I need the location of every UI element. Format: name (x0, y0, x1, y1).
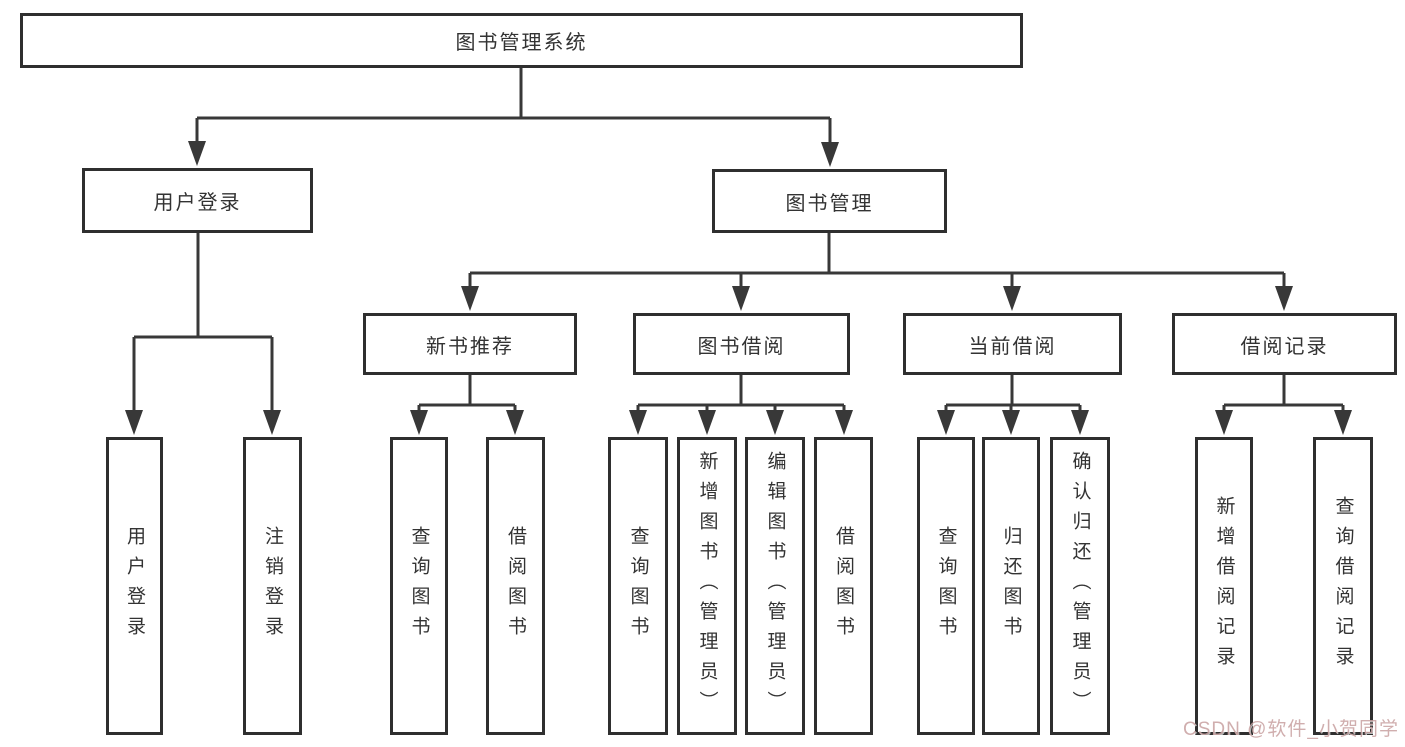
arrowhead-icon (937, 410, 955, 435)
node-leaf-rec-query: 查询图书 (390, 437, 448, 735)
node-root-label: 图书管理系统 (455, 32, 588, 54)
node-leaf-user-login: 用户登录 (106, 437, 163, 735)
node-leaf-br-add-label: 新增借阅记录 (1213, 496, 1235, 676)
node-leaf-cb-query-label: 查询图书 (935, 526, 957, 646)
arrowhead-icon (821, 142, 839, 167)
node-leaf-bb-borrow: 借阅图书 (814, 437, 873, 735)
node-leaf-rec-borrow-label: 借阅图书 (505, 526, 526, 646)
node-leaf-rec-query-label: 查询图书 (408, 526, 430, 646)
arrowhead-icon (732, 286, 750, 311)
arrowhead-icon (410, 410, 428, 435)
arrowhead-icon (1215, 410, 1233, 435)
node-current-borrow: 当前借阅 (903, 313, 1122, 375)
arrowhead-icon (188, 141, 206, 166)
arrowhead-icon (698, 410, 716, 435)
node-book-borrow-label: 图书借阅 (697, 335, 786, 358)
node-leaf-br-query-label: 查询借阅记录 (1332, 496, 1354, 676)
node-leaf-rec-borrow: 借阅图书 (486, 437, 545, 735)
node-book-mgmt-label: 图书管理 (785, 192, 874, 215)
node-leaf-bb-query: 查询图书 (608, 437, 668, 735)
node-new-book-rec: 新书推荐 (363, 313, 577, 375)
node-leaf-cb-query: 查询图书 (917, 437, 975, 735)
node-leaf-bb-add: 新增图书（管理员） (677, 437, 737, 735)
node-root: 图书管理系统 (20, 13, 1023, 68)
node-user-login: 用户登录 (82, 168, 313, 233)
node-leaf-bb-edit: 编辑图书（管理员） (745, 437, 805, 735)
arrowhead-icon (461, 286, 479, 311)
node-leaf-bb-add-label: 新增图书（管理员） (696, 451, 718, 721)
node-new-book-rec-label: 新书推荐 (426, 335, 514, 358)
csdn-watermark: CSDN @软件_小贺同学 (1183, 719, 1399, 740)
arrowhead-icon (629, 410, 647, 435)
node-borrow-records-label: 借阅记录 (1240, 335, 1329, 358)
arrowhead-icon (766, 410, 784, 435)
node-leaf-cb-return: 归还图书 (982, 437, 1040, 735)
node-book-mgmt: 图书管理 (712, 169, 947, 233)
node-leaf-cb-confirm: 确认归还（管理员） (1050, 437, 1110, 735)
node-leaf-br-query: 查询借阅记录 (1313, 437, 1373, 735)
node-user-login-label: 用户登录 (153, 192, 242, 214)
node-leaf-bb-borrow-label: 借阅图书 (833, 526, 854, 646)
arrowhead-icon (1334, 410, 1352, 435)
node-leaf-user-login-label: 用户登录 (124, 526, 145, 646)
arrowhead-icon (1002, 410, 1020, 435)
node-leaf-cb-return-label: 归还图书 (1000, 526, 1022, 646)
node-leaf-cb-confirm-label: 确认归还（管理员） (1069, 451, 1091, 721)
node-leaf-bb-query-label: 查询图书 (627, 526, 649, 646)
arrowhead-icon (1071, 410, 1089, 435)
node-leaf-br-add: 新增借阅记录 (1195, 437, 1253, 735)
node-book-borrow: 图书借阅 (633, 313, 850, 375)
arrowhead-icon (1003, 286, 1021, 311)
arrowhead-icon (506, 410, 524, 435)
node-leaf-logout-label: 注销登录 (262, 526, 283, 646)
node-borrow-records: 借阅记录 (1172, 313, 1397, 375)
node-leaf-logout: 注销登录 (243, 437, 302, 735)
node-current-borrow-label: 当前借阅 (968, 335, 1057, 358)
node-leaf-bb-edit-label: 编辑图书（管理员） (764, 451, 786, 721)
arrowhead-icon (835, 410, 853, 435)
arrowhead-icon (125, 410, 143, 435)
arrowhead-icon (263, 410, 281, 435)
arrowhead-icon (1275, 286, 1293, 311)
